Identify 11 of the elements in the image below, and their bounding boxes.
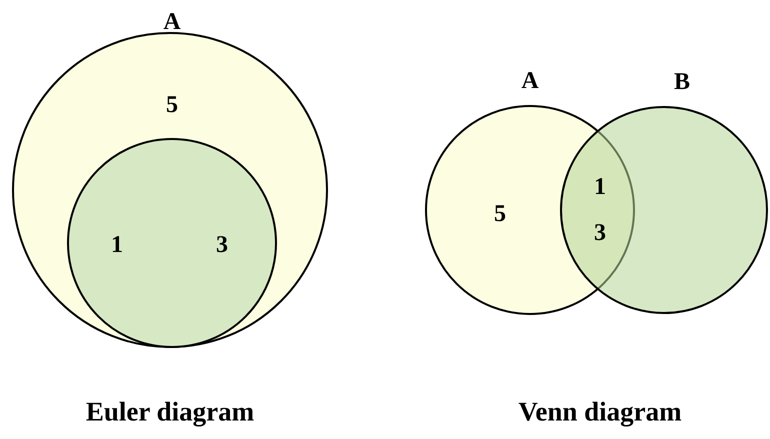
element-number: 1 (594, 175, 606, 199)
element-number: 3 (216, 233, 228, 257)
element-number: 5 (166, 93, 178, 117)
set-name: A (163, 10, 181, 34)
diagram-caption: Venn diagram (518, 398, 682, 426)
element-number: 5 (494, 202, 506, 226)
diagram-caption: Euler diagram (86, 398, 254, 426)
set-name: B (674, 70, 690, 94)
set-name: A (521, 69, 539, 93)
element-number: 1 (111, 233, 123, 257)
element-number: 3 (594, 221, 606, 245)
